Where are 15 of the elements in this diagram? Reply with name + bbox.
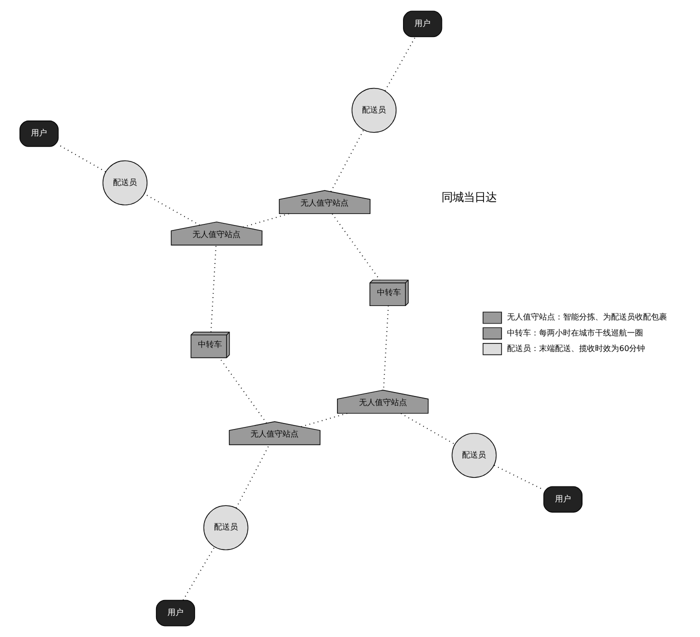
connector xyxy=(242,213,290,228)
connector xyxy=(300,412,348,428)
connector xyxy=(330,130,364,192)
connector xyxy=(400,412,455,445)
connector xyxy=(219,358,267,424)
connector xyxy=(384,36,416,91)
connector xyxy=(494,464,544,490)
connector xyxy=(332,214,380,280)
connector xyxy=(182,546,215,600)
connector xyxy=(382,306,389,390)
label: 同城当日达 xyxy=(442,190,497,204)
connector xyxy=(210,245,217,332)
connector xyxy=(236,444,270,508)
connector xyxy=(144,193,200,226)
connector xyxy=(58,144,106,172)
